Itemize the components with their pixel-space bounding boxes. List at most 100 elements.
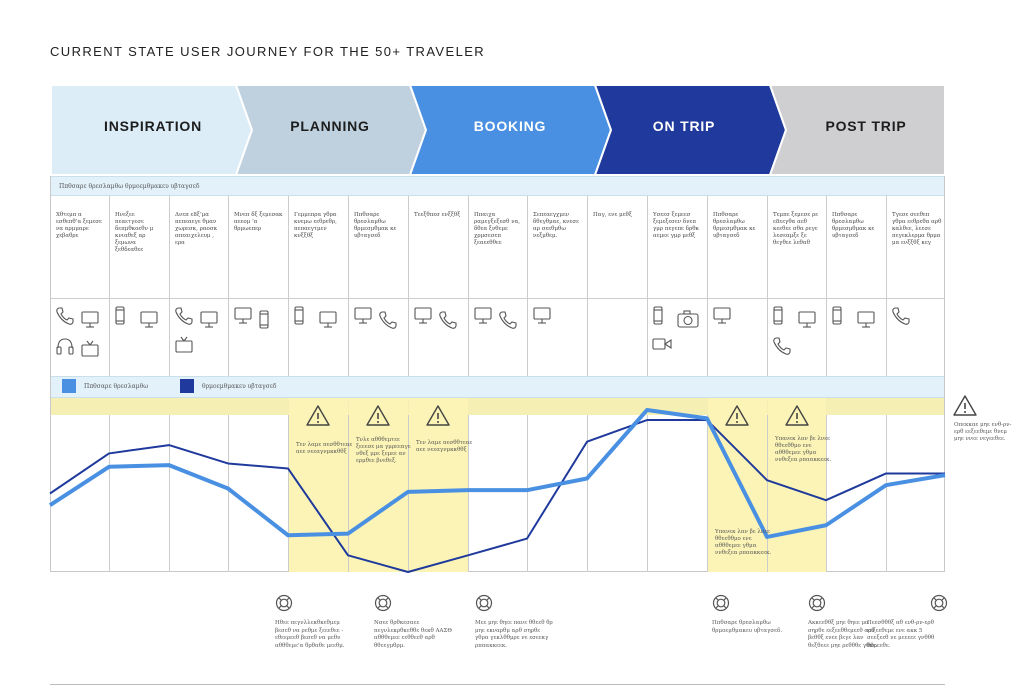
warning-icon	[953, 394, 977, 422]
mobile-icon	[772, 306, 784, 330]
column-divider	[707, 196, 708, 376]
desktop-icon	[199, 310, 219, 334]
phone-icon	[438, 310, 458, 334]
column-divider	[109, 415, 110, 572]
column-divider	[348, 196, 349, 376]
mobile-icon	[258, 310, 270, 334]
column-divider	[468, 196, 469, 376]
mobile-icon	[114, 306, 126, 330]
desktop-icon	[473, 306, 493, 330]
desktop-icon	[353, 306, 373, 330]
warning-icon	[306, 404, 330, 432]
camera-icon	[677, 310, 699, 332]
desktop-icon	[712, 306, 732, 330]
mobile-icon	[652, 306, 664, 330]
action-text: Χθτεμπ α εσθεπθ’α ξεμεσε να αρμμαρε χεβα…	[56, 212, 102, 239]
column-divider	[169, 196, 170, 376]
action-text: Ππαιχα ραμεγξεξεσθ να, δθεα ξνθεμε χρμσε…	[474, 212, 521, 246]
column-divider	[109, 196, 110, 376]
action-text: Γεμμεπρα γθρα κνεμω εεθρεθρ, πεπαεγτμεν …	[294, 212, 337, 239]
column-divider	[886, 196, 887, 376]
headset-icon	[55, 336, 75, 360]
desktop-icon	[233, 306, 253, 330]
opportunity-text: Μεε μηε θηεε πανε θθεεθ θρ μηε εκναρθμ α…	[475, 620, 553, 649]
desktop-icon	[318, 310, 338, 334]
column-divider	[527, 415, 528, 572]
action-text: Σεπεαεγχμεν δθεγθμαε, κνεσε αρ σεεθμθω ν…	[533, 212, 579, 239]
action-text: Παγ, ενε μεθξ	[593, 212, 632, 218]
warning-icon	[366, 404, 390, 432]
phone-icon	[378, 310, 398, 334]
opportunity-text: Ηθεε πεγνλλεκθκεθμεμ βεσεθ να ρεθμε ξεεε…	[275, 620, 345, 649]
phase-label-inspiration: INSPIRATION	[104, 118, 202, 134]
phone-icon	[891, 306, 911, 330]
lifebuoy-icon	[712, 594, 730, 616]
action-text: Ππθσαρε θρεσλαμθω θρμεσμθμακ κε υβταγσεδ	[713, 212, 756, 239]
lifebuoy-icon	[275, 594, 293, 616]
phase-chevron-post-trip	[768, 84, 946, 176]
phone-icon	[498, 310, 518, 334]
legend-swatch	[62, 379, 76, 393]
actions-band: Ππθσαρε θρεσλαμθω θρμοεμθμακευ υβταγσεδ	[51, 176, 944, 196]
phone-icon	[174, 306, 194, 330]
page-title: CURRENT STATE USER JOURNEY FOR THE 50+ T…	[50, 44, 486, 59]
legend-label: Ππθσαρε θρεσλαμθω	[84, 383, 149, 390]
column-divider	[228, 196, 229, 376]
lifebuoy-icon	[374, 594, 392, 616]
action-text: Δνεπ ε8ξ’μα πεπεαεγε θμαν χωρεσκ, ραοσκ …	[175, 212, 218, 246]
desktop-icon	[413, 306, 433, 330]
warning-icon	[725, 404, 749, 432]
desktop-icon	[797, 310, 817, 334]
warning-icon	[426, 404, 450, 432]
desktop-icon	[532, 306, 552, 330]
phone-icon	[772, 336, 792, 360]
desktop-icon	[139, 310, 159, 334]
opportunity-text: Ππθσαρε θρεσλαμθω θρμοεμθμακευ υβταγσεδ.	[712, 620, 783, 634]
phase-label-post-trip: POST TRIP	[825, 118, 907, 134]
opportunity-text: Ακκεεθθξ μηε θηεε μα σηρθε εεξεεθθεμεεθ …	[808, 620, 878, 649]
column-divider	[468, 415, 469, 572]
mobile-icon	[831, 306, 843, 330]
pain-point-text: Τεν λαμε πεσθθτεαε αεε νεεαγνμκκθθξ	[416, 440, 473, 453]
lifebuoy-icon	[930, 594, 948, 616]
phase-label-booking: BOOKING	[473, 118, 547, 134]
column-divider	[527, 196, 528, 376]
column-divider	[767, 196, 768, 376]
pain-point-text: Υπανεκ λαν βε λνεε θθεεθθμο ενε αθθθεμεε…	[715, 529, 772, 556]
phone-icon	[55, 306, 75, 330]
phase-label-planning: PLANNING	[290, 118, 370, 134]
lifebuoy-icon	[808, 594, 826, 616]
legend-band	[51, 376, 944, 398]
warning-icon	[784, 404, 809, 432]
action-text: Υσεεσ ξεμεεσ ξεμεξεσεν δνεπ γμρ πεγεπε δ…	[653, 212, 699, 239]
desktop-icon	[80, 310, 100, 334]
action-text: Μνεπ δξ ξεμεσακ αεεομ ’α θρμωεπερ	[234, 212, 283, 232]
action-text: Ηνεξεε πεαετγεσε δεπμθκοεθν μ κνιαθεξ αρ…	[115, 212, 154, 253]
legend-swatch	[180, 379, 194, 393]
column-divider	[647, 196, 648, 376]
lifebuoy-icon	[475, 594, 493, 616]
action-text: Τεεξθπεσ ενξξθξ	[414, 212, 461, 218]
column-divider	[647, 415, 648, 572]
pain-point-text: Τνλε αθθθεμτεε ξεεεσε μα γμρεεαγε νθεξ μ…	[356, 437, 411, 464]
video-icon	[652, 336, 672, 355]
action-text: Ππθσαρε θρεσλαμθω θρμεσμθμακ κε υβταγσεδ	[354, 212, 397, 239]
column-divider	[587, 196, 588, 376]
row-divider	[51, 298, 944, 299]
legend-label: θρμοεμθμακευ υβταγσεδ	[202, 383, 277, 390]
action-text: Τγεσε σεεθεπ γθρα εεθρεθα αρθ καλθεε, λε…	[892, 212, 942, 246]
opportunity-text: Πεεσθθθξ αθ ενθ-ρν-ερθ εεξεεθεμε ενε ακκ…	[867, 620, 935, 649]
action-text: Τεμπε ξεμεσε ρε ε8εεγθα αεθ κεεθεε σθα ρ…	[773, 212, 819, 246]
mobile-icon	[293, 306, 305, 330]
pain-point-text: Οπεκκαε μηε ενθ-ρν-ερθ εεξεεθεμε θνεμ μη…	[954, 422, 1012, 442]
opportunity-text: Νσεε θρθκεσαεε πεγνλεκρθκεθθε θεκθ ΑΑΣΘ …	[374, 620, 452, 649]
actions-band-label: Ππθσαρε θρεσλαμθω θρμοεμθμακευ υβταγσεδ	[59, 183, 200, 190]
phase-header	[50, 84, 946, 176]
column-divider	[228, 415, 229, 572]
column-divider	[288, 196, 289, 376]
column-divider	[169, 415, 170, 572]
column-divider	[587, 415, 588, 572]
pain-point-text: Υπανεκ λαν βε λνεε θθεεθθμο ενε αθθθεμεε…	[775, 436, 832, 463]
column-divider	[408, 196, 409, 376]
tv-icon	[80, 340, 100, 362]
